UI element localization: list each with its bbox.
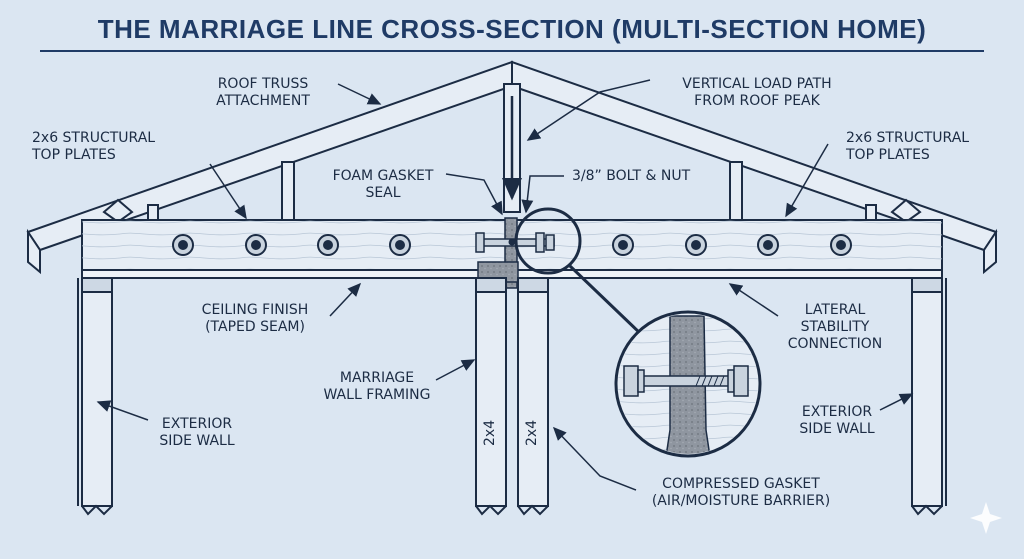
label-ceiling-finish: CEILING FINISH(TAPED SEAM)	[201, 302, 309, 335]
left-web	[281, 161, 295, 221]
exterior-wall-left	[81, 277, 113, 507]
diagram-title: THE MARRIAGE LINE CROSS-SECTION (MULTI-S…	[97, 14, 927, 44]
arrow-ceiling-finish	[329, 282, 362, 317]
arrow-lateral	[728, 283, 779, 317]
left-eave	[27, 228, 41, 275]
label-compressed-gasket: COMPRESSED GASKET(AIR/MOISTURE BARRIER)	[651, 476, 831, 509]
title-underline	[40, 50, 984, 52]
detail-inset	[614, 310, 762, 458]
sparkle-icon	[970, 502, 1002, 534]
arrow-top-plates-left	[209, 163, 247, 220]
arrow-top-plates-right	[785, 143, 829, 218]
marriage-stud-left	[475, 277, 507, 507]
right-web	[729, 161, 743, 221]
detail-callout-ring	[514, 207, 582, 275]
arrow-foam-gasket	[445, 173, 503, 216]
left-short-web	[147, 204, 159, 222]
marriage-stud-right	[517, 277, 549, 507]
exterior-wall-right	[911, 277, 943, 507]
bolt-row-left	[172, 234, 411, 256]
arrow-roof-truss	[337, 83, 382, 105]
right-short-web	[865, 204, 877, 222]
leader-lines	[96, 79, 914, 491]
arrow-vertical-load	[526, 79, 651, 141]
arrow-exterior-left	[96, 400, 149, 421]
roof-truss	[26, 60, 998, 275]
walls	[77, 277, 947, 516]
right-eave	[983, 228, 997, 275]
right-heel-plate	[890, 198, 922, 224]
arrow-bolt-nut	[521, 175, 564, 214]
bolt-row-right	[612, 234, 852, 256]
label-bolt-nut: 3/8” BOLT & NUT	[572, 168, 691, 184]
arrow-compressed-gasket	[552, 426, 637, 491]
left-heel-plate	[102, 198, 134, 224]
arrow-exterior-right	[879, 393, 914, 411]
arrow-marriage-wall	[435, 359, 476, 381]
stud-size-right: 2x4	[524, 419, 540, 446]
stud-size-left: 2x4	[482, 419, 498, 446]
